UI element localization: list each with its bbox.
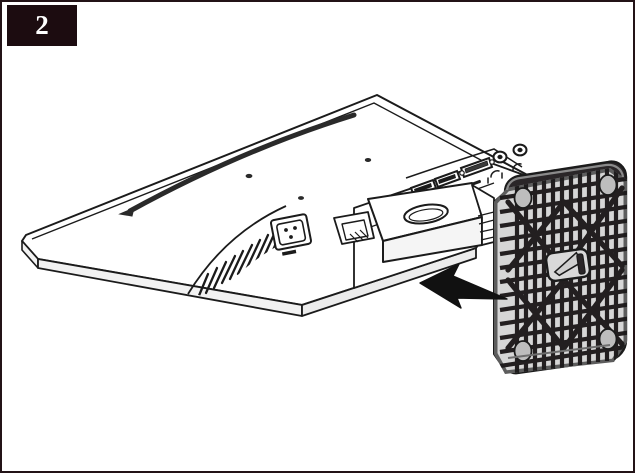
adapter-bottom-rim [507,344,611,359]
screw-dot-3 [364,158,372,162]
corner-boss-top-right [598,174,618,196]
mount-adapter [493,160,628,375]
power-pin-2 [293,226,297,230]
monitor-accent-seam-tip [118,207,135,217]
audio-jack-1 [492,150,508,164]
line-in-icon [512,163,522,171]
corner-boss-bottom-left [513,340,533,362]
step-number-text: 2 [35,10,49,40]
power-pin-3 [289,235,293,239]
ventilation-outline [187,205,287,295]
corner-boss-bottom-right [598,328,618,350]
adapter-center-latch [544,247,592,283]
monitor-io-housing-upper-line [405,148,523,179]
corner-boss-top-left [513,187,533,209]
power-pin-1 [284,228,288,232]
monitor-accent-seam [127,112,357,214]
power-socket [269,213,313,256]
step-number-badge: 2 [7,5,77,46]
screw-dot-2 [298,196,304,200]
audio-jack-2 [512,143,528,157]
headphone-icon [487,170,503,184]
io-port-cluster [409,143,528,206]
screw-dot-1 [245,173,253,179]
adapter-top-rim [505,163,625,191]
hdmi-port-2 [433,169,462,189]
bracket-latch-hatch [349,229,369,243]
power-socket-tab [281,249,297,256]
vga-port [459,156,495,179]
bracket-arm [333,182,495,263]
bracket-connector-ribs [477,211,495,241]
bracket-oval-cutout-inner [408,208,444,222]
direction-arrow [419,263,508,309]
bracket-insert-slot [341,219,369,241]
monitor-accent-seam-highlight [132,118,355,214]
